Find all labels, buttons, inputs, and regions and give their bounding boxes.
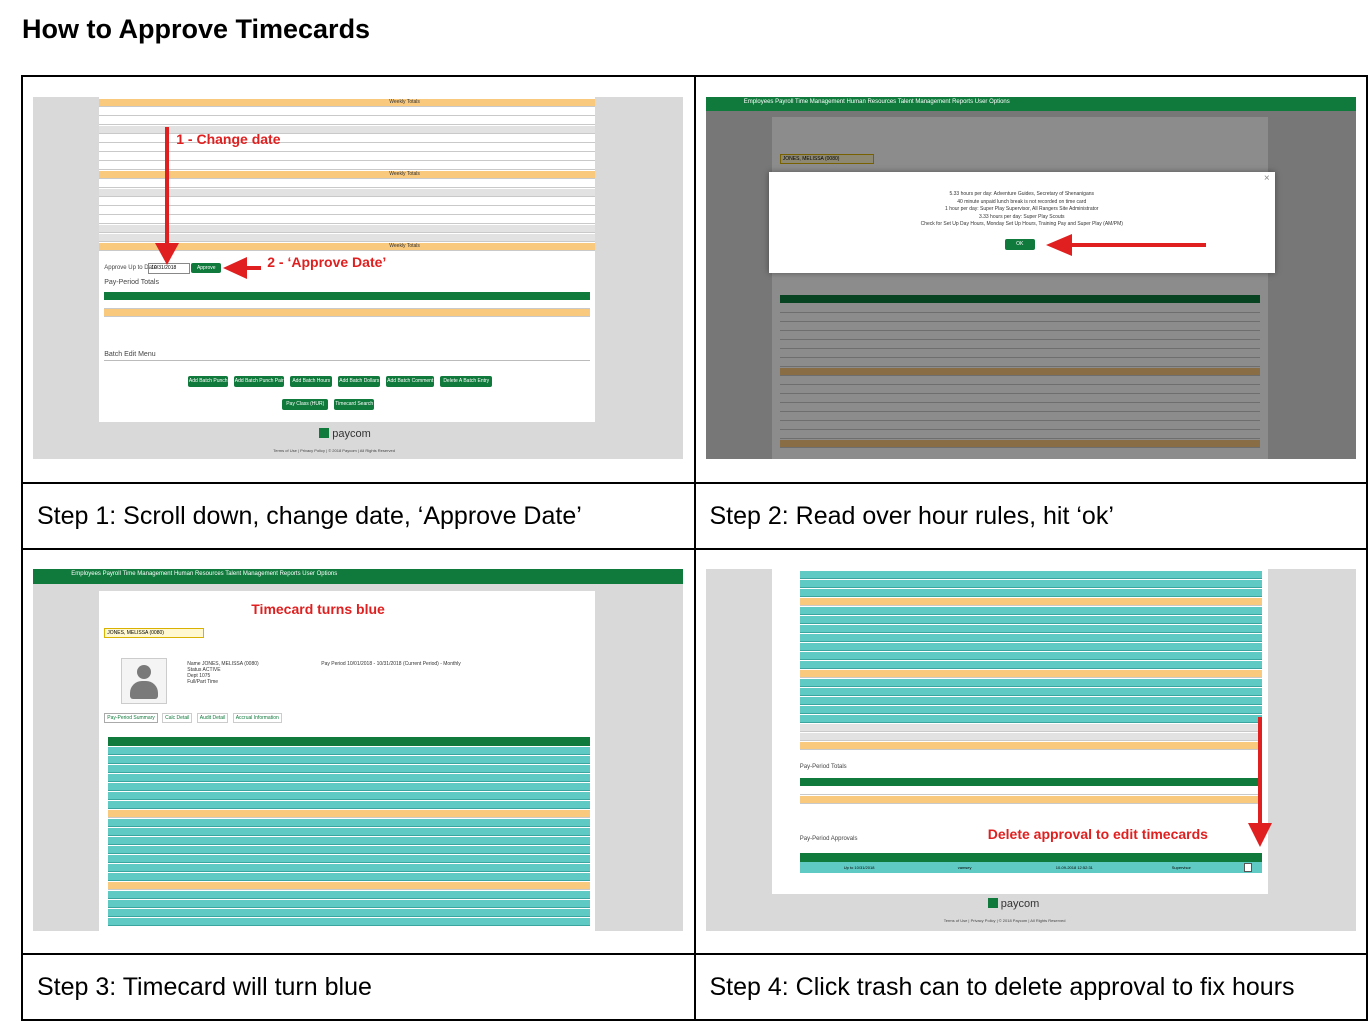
tab-pay-period-summary: Pay-Period Summary bbox=[104, 713, 158, 723]
tab-accrual-information: Accrual Information bbox=[232, 713, 282, 723]
rule-line: 1 hour per day: Super Play Supervisor, A… bbox=[945, 206, 1099, 212]
approval-row: Up to 10/31/2018 vamsey 10-09-2018 12:52… bbox=[799, 862, 1262, 873]
add-batch-punch-pair-button[interactable]: Add Batch Punch Pair bbox=[234, 376, 285, 387]
step-3-screenshot-cell: Employees Payroll Time Management Human … bbox=[21, 548, 696, 955]
down-arrow-icon bbox=[155, 243, 180, 265]
employee-select[interactable]: JONES, MELISSA (0080) bbox=[104, 628, 205, 638]
avatar bbox=[121, 658, 168, 704]
approve-up-to-label: Approve Up to Date bbox=[104, 265, 157, 271]
document-title: How to Approve Timecards bbox=[22, 14, 371, 44]
top-nav[interactable]: Employees Payroll Time Management Human … bbox=[743, 99, 1010, 105]
annotation-delete-approval: Delete approval to edit timecards bbox=[987, 826, 1208, 842]
tab-calc-detail: Calc Detail bbox=[162, 713, 193, 723]
rule-line: 40 minute unpaid lunch break is not reco… bbox=[957, 198, 1087, 205]
timecard-tabs[interactable]: Pay-Period Summary Calc Detail Audit Det… bbox=[104, 713, 282, 723]
employee-select[interactable]: JONES, MELISSA (0080) bbox=[779, 154, 874, 164]
pay-period-totals-heading: Pay-Period Totals bbox=[104, 279, 159, 286]
annotation-change-date: 1 - Change date bbox=[176, 131, 281, 147]
approvals-header-row bbox=[799, 853, 1262, 862]
hour-rules-modal: × 5.33 hours per day: Adventure Guides, … bbox=[768, 172, 1275, 273]
timecard-page: Pay-Period Totals Pay-Period Approvals U… bbox=[771, 569, 1268, 894]
step-2-screenshot: Employees Payroll Time Management Human … bbox=[705, 97, 1356, 459]
step-4-arrows bbox=[1247, 717, 1272, 847]
step-1-caption-cell: Step 1: Scroll down, change date, ‘Appro… bbox=[21, 482, 696, 550]
step-4-screenshot: Pay-Period Totals Pay-Period Approvals U… bbox=[705, 569, 1356, 931]
left-arrow-icon bbox=[1045, 234, 1072, 256]
page-footer: Terms of Use | Privacy Policy | © 2018 P… bbox=[273, 448, 395, 453]
step-1-screenshot-cell: Weekly Totals Weekly Totals Weekly Total… bbox=[21, 75, 696, 484]
rule-line: Check for Set Up Day Hours, Monday Set U… bbox=[920, 221, 1123, 227]
ok-button[interactable]: OK bbox=[1004, 239, 1035, 250]
tab-audit-detail: Audit Detail bbox=[196, 713, 229, 723]
timecard-header-row bbox=[108, 737, 591, 746]
steps-table: Weekly Totals Weekly Totals Weekly Total… bbox=[21, 75, 1368, 1021]
delete-batch-entry-button[interactable]: Delete A Batch Entry bbox=[440, 376, 493, 387]
step-3-screenshot: Employees Payroll Time Management Human … bbox=[33, 569, 684, 931]
down-arrow-icon bbox=[1247, 823, 1272, 847]
rule-line: 3.33 hours per day: Super Play Scouts bbox=[978, 213, 1065, 220]
paycom-logo: paycom bbox=[987, 898, 1039, 910]
timecard-page: JONES, MELISSA (0080) Name JONES, MELISS… bbox=[99, 591, 596, 931]
trash-icon[interactable] bbox=[1243, 863, 1252, 872]
step-2-caption-cell: Step 2: Read over hour rules, hit ‘ok’ bbox=[693, 482, 1368, 550]
add-batch-dollars-button[interactable]: Add Batch Dollars bbox=[338, 376, 381, 387]
pay-period-totals-heading: Pay-Period Totals bbox=[799, 764, 847, 770]
totals-header-row bbox=[104, 292, 591, 300]
annotation-approve-date: 2 - ‘Approve Date’ bbox=[267, 254, 387, 270]
annotation-timecard-blue: Timecard turns blue bbox=[251, 601, 385, 617]
timecard-page: Weekly Totals Weekly Totals Weekly Total… bbox=[99, 97, 596, 422]
pay-period-info: Pay Period 10/01/2018 - 10/31/2018 (Curr… bbox=[321, 661, 461, 667]
step-1-screenshot: Weekly Totals Weekly Totals Weekly Total… bbox=[33, 97, 684, 459]
batch-edit-menu-heading: Batch Edit Menu bbox=[104, 351, 156, 358]
modal-overlay bbox=[705, 111, 1356, 459]
step-2-caption: Step 2: Read over hour rules, hit ‘ok’ bbox=[709, 502, 1114, 530]
approve-date-select[interactable]: 10/31/2018 bbox=[148, 263, 191, 274]
step-4-caption-cell: Step 4: Click trash can to delete approv… bbox=[693, 953, 1368, 1021]
rule-line: 5.33 hours per day: Adventure Guides, Se… bbox=[949, 191, 1095, 197]
pay-period-approvals-heading: Pay-Period Approvals bbox=[799, 836, 858, 842]
step-4-screenshot-cell: Pay-Period Totals Pay-Period Approvals U… bbox=[693, 548, 1368, 955]
close-icon[interactable]: × bbox=[1263, 173, 1270, 184]
add-batch-comment-button[interactable]: Add Batch Comment bbox=[386, 376, 435, 387]
approve-date-button[interactable]: Approve Date bbox=[191, 263, 222, 281]
left-arrow-icon bbox=[223, 257, 248, 279]
page-footer: Terms of Use | Privacy Policy | © 2018 P… bbox=[943, 918, 1066, 923]
pay-class-list-button[interactable]: Pay Class (HUR) List bbox=[282, 399, 329, 418]
timecard-search-button[interactable]: Timecard Search bbox=[334, 399, 375, 410]
add-batch-hours-button[interactable]: Add Batch Hours bbox=[290, 376, 333, 387]
step-4-caption: Step 4: Click trash can to delete approv… bbox=[709, 973, 1295, 1001]
step-2-arrows bbox=[1045, 234, 1206, 256]
step-1-caption: Step 1: Scroll down, change date, ‘Appro… bbox=[37, 502, 582, 530]
step-3-caption-cell: Step 3: Timecard will turn blue bbox=[21, 953, 696, 1021]
add-batch-punch-button[interactable]: Add Batch Punch bbox=[188, 376, 229, 387]
paycom-logo: paycom bbox=[319, 428, 371, 440]
top-nav[interactable]: Employees Payroll Time Management Human … bbox=[71, 571, 338, 577]
step-1-arrows bbox=[155, 127, 262, 279]
step-3-caption: Step 3: Timecard will turn blue bbox=[37, 973, 372, 1001]
step-2-screenshot-cell: Employees Payroll Time Management Human … bbox=[693, 75, 1368, 484]
employee-info: Name JONES, MELISSA (0080) Status ACTIVE… bbox=[187, 661, 259, 685]
